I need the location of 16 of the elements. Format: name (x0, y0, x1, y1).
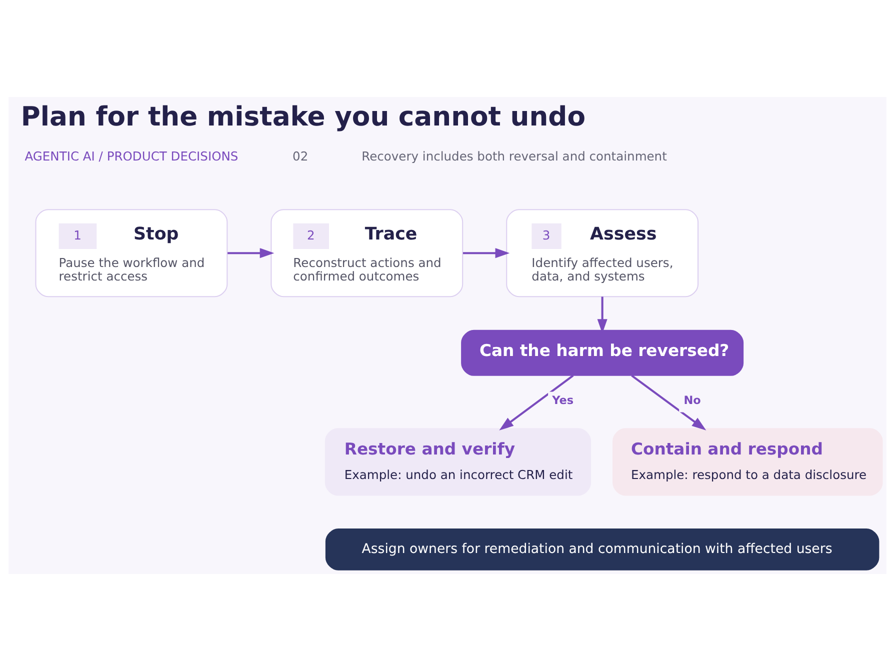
node-box: Restore and verify Example: undo an incorrect CRM edit (324, 428, 592, 496)
edge-label: Yes (552, 394, 574, 407)
label: 02 (292, 150, 308, 164)
node-box: 1 Stop Pause the workflow and restrict access (35, 209, 228, 298)
node-box: Contain and respond Example: respond to a data disclosure (612, 428, 883, 496)
arrow (463, 248, 510, 258)
arrow (499, 374, 574, 430)
arrow (228, 248, 274, 258)
node-box: Assign owners for remediation and communication with affected users (325, 528, 880, 570)
diagram-title: Plan for the mistake you cannot undo (20, 101, 586, 132)
node-box: 2 Trace Reconstruct actions and confirmed outcomes (270, 209, 464, 298)
edge-label: No (684, 394, 701, 407)
label: AGENTIC AI / PRODUCT DECISIONS (24, 150, 238, 164)
node-box: 3 Assess Identify affected users, data, and systems (506, 209, 699, 298)
label: Recovery includes both reversal and containment (362, 150, 667, 164)
node-box: Can the harm be reversed? (461, 330, 744, 376)
